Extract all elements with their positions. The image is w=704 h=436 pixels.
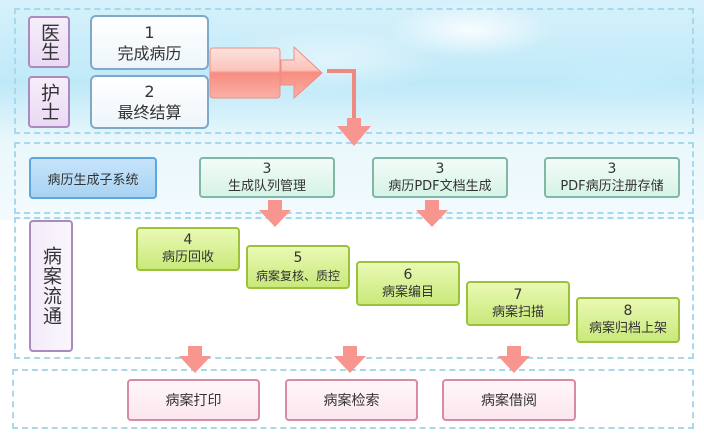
step-5-review-qc[interactable]: 5 病案复核、质控 — [246, 245, 350, 289]
step-6-label: 病案编目 — [381, 284, 434, 300]
step-5-number: 5 — [293, 250, 303, 266]
elbow-connector-icon — [327, 69, 371, 146]
step-3b-label: 病历PDF文档生成 — [388, 178, 492, 194]
step-3c-number: 3 — [607, 160, 617, 177]
step-8-label: 病案归档上架 — [588, 321, 667, 336]
step-8-archiving[interactable]: 8 病案归档上架 — [576, 297, 680, 343]
down-arrow-icon — [179, 346, 211, 373]
subsystem-title: 病历生成子系统 — [29, 157, 157, 199]
step-1-label: 完成病历 — [117, 43, 182, 63]
circulation-title-label: 病案流通 — [40, 246, 62, 326]
step-7-label: 病案扫描 — [491, 304, 544, 320]
step-1-number: 1 — [144, 22, 155, 42]
down-arrow-icon — [259, 200, 291, 227]
step-3-queue-management[interactable]: 3 生成队列管理 — [199, 157, 335, 198]
step-2-number: 2 — [144, 82, 155, 101]
step-4-number: 4 — [183, 232, 193, 248]
down-arrow-icon — [416, 200, 448, 227]
subsystem-title-label: 病历生成子系统 — [47, 172, 139, 188]
step-5-label: 病案复核、质控 — [255, 269, 340, 283]
step-3b-number: 3 — [435, 160, 445, 177]
step-7-number: 7 — [513, 286, 523, 303]
role-doctor-label: 医生 — [38, 23, 60, 61]
output-borrow[interactable]: 病案借阅 — [442, 379, 576, 421]
role-nurse: 护士 — [28, 76, 70, 128]
step-2-label: 最终结算 — [117, 103, 182, 122]
step-6-number: 6 — [403, 266, 413, 283]
output-search[interactable]: 病案检索 — [285, 379, 418, 421]
output-print[interactable]: 病案打印 — [127, 379, 260, 421]
role-nurse-label: 护士 — [38, 83, 60, 121]
circulation-title: 病案流通 — [29, 220, 73, 352]
role-doctor: 医生 — [28, 16, 70, 68]
step-1-complete-record[interactable]: 1 完成病历 — [90, 15, 209, 70]
down-arrow-icon — [498, 346, 530, 373]
step-3c-label: PDF病历注册存储 — [560, 178, 664, 194]
step-3-pdf-generation[interactable]: 3 病历PDF文档生成 — [372, 157, 508, 198]
lane-output — [12, 369, 694, 429]
step-6-cataloging[interactable]: 6 病案编目 — [356, 261, 460, 306]
step-3a-number: 3 — [262, 160, 272, 177]
step-3-pdf-registration[interactable]: 3 PDF病历注册存储 — [544, 157, 680, 198]
down-arrow-icon — [334, 346, 366, 373]
output-print-label: 病案打印 — [165, 393, 222, 409]
step-3a-label: 生成队列管理 — [227, 178, 306, 194]
step-4-label: 病历回收 — [161, 250, 214, 265]
step-8-number: 8 — [623, 303, 633, 319]
step-2-final-settlement[interactable]: 2 最终结算 — [90, 75, 209, 129]
output-borrow-label: 病案借阅 — [481, 393, 537, 409]
step-4-record-recovery[interactable]: 4 病历回收 — [136, 227, 240, 271]
output-search-label: 病案检索 — [323, 393, 380, 409]
step-7-scanning[interactable]: 7 病案扫描 — [466, 281, 570, 326]
big-right-arrow-icon — [209, 45, 323, 100]
